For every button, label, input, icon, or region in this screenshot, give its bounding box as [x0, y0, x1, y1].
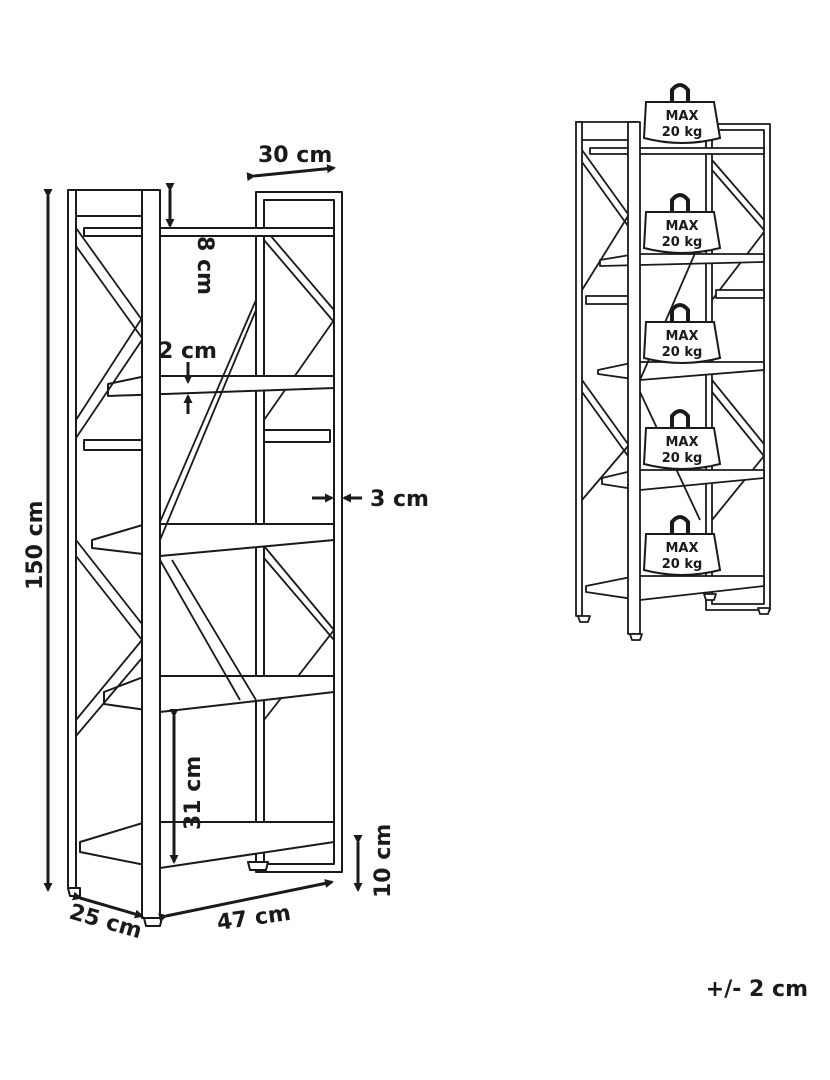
- weight-label-max: MAX: [665, 109, 698, 124]
- width-arrow: [158, 878, 334, 922]
- weight-icons: MAX 20 kg MAX 20 kg MAX 20 kg MAX 20 kg …: [642, 83, 722, 576]
- weight-icon: MAX 20 kg: [642, 193, 722, 254]
- shelf-3: [91, 523, 335, 557]
- top-depth-label: 30 cm: [258, 143, 332, 168]
- dimension-arrows: [43, 164, 363, 922]
- shelf-2: [107, 375, 335, 397]
- shelf-rail-2: [83, 429, 331, 451]
- weight-icon: MAX 20 kg: [642, 409, 722, 470]
- top-gap-label: 8 cm: [192, 236, 217, 295]
- shelf-4: [103, 675, 335, 713]
- weight-label-kg: 20 kg: [662, 451, 703, 466]
- front-side-frame: [67, 189, 163, 927]
- dimensioned-bookshelf: [67, 189, 343, 927]
- frame-width-label: 3 cm: [370, 487, 429, 512]
- weight-label-kg: 20 kg: [662, 345, 703, 360]
- weight-label-max: MAX: [665, 219, 698, 234]
- weight-icon: MAX 20 kg: [642, 303, 722, 364]
- weight-label-max: MAX: [665, 435, 698, 450]
- weight-label-max: MAX: [665, 329, 698, 344]
- shelf-bottom: [79, 821, 335, 871]
- total-height-label: 150 cm: [23, 500, 48, 590]
- side-diagonal-braces: [159, 299, 257, 701]
- top-depth-arrow: [246, 164, 336, 182]
- weight-label-kg: 20 kg: [662, 557, 703, 572]
- weight-icon: MAX 20 kg: [642, 83, 722, 144]
- depth-arrow: [72, 891, 144, 919]
- weight-icon: MAX 20 kg: [642, 515, 722, 576]
- shelf-top: [83, 227, 335, 237]
- width-label: 47 cm: [215, 901, 292, 936]
- tolerance-note: +/- 2 cm: [706, 977, 808, 1002]
- load-back-frame: [705, 123, 771, 611]
- weight-label-kg: 20 kg: [662, 125, 703, 140]
- weight-label-max: MAX: [665, 541, 698, 556]
- shelf-thickness-label: 2 cm: [158, 339, 217, 364]
- front-cross-braces: [75, 227, 143, 737]
- bottom-shelf-gap-label: 31 cm: [181, 756, 206, 830]
- weight-label-kg: 20 kg: [662, 235, 703, 250]
- back-cross-braces: [263, 227, 335, 721]
- leg-height-label: 10 cm: [371, 824, 396, 898]
